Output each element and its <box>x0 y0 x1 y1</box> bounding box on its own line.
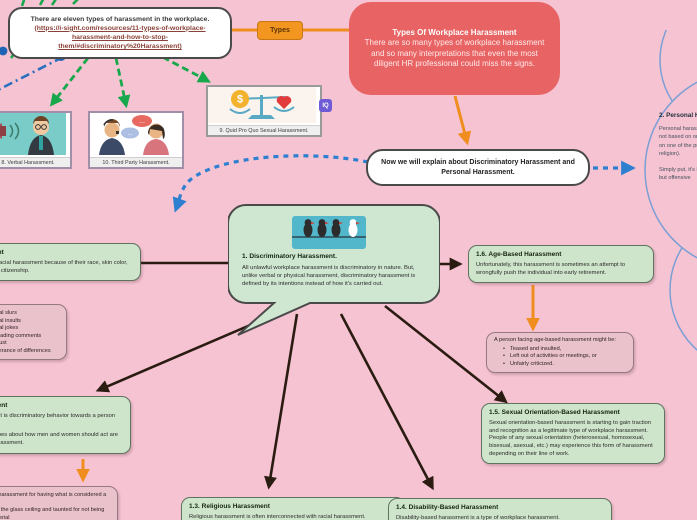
third-party-harassment-caption: 10. Third Party Harassment. <box>90 157 182 167</box>
source-text: There are eleven types of harassment in … <box>30 15 210 23</box>
bubble-title: 1. Discriminatory Harassment. <box>242 253 337 260</box>
coin-icon <box>231 90 249 108</box>
quid-pro-quo-caption: 9. Quid Pro Quo Sexual Harassment. <box>208 125 320 135</box>
age-harassment-node[interactable]: 1.6. Age-Based Harassment Unfortunately,… <box>468 245 654 284</box>
disability-harassment-node[interactable]: 1.4. Disability-Based Harassment Disabil… <box>388 498 612 520</box>
personal-line: but offensive <box>659 174 691 181</box>
connector-bubble-to-sexual-orientation <box>384 304 508 404</box>
gender-harassment-node[interactable]: 1.2. Gender Harassment Gender-based hara… <box>0 396 131 454</box>
connector-bubble-to-disability <box>339 313 434 491</box>
source-box[interactable]: There are eleven types of harassment in … <box>8 7 232 59</box>
age-title: 1.6. Age-Based Harassment <box>476 251 562 258</box>
connector-bubble-to-gender <box>95 318 263 393</box>
connector-bubble-to-religious <box>264 313 299 490</box>
intro-title: Types Of Workplace Harassment <box>392 27 517 37</box>
transition-text: Now we will explain about Discriminatory… <box>381 159 575 176</box>
list-item: Unfairly criticized. <box>503 361 626 369</box>
racial-body: A victim may experience racial harassmen… <box>0 260 128 274</box>
age-body: Unfortunately, this harassment is someti… <box>476 262 626 276</box>
intro-box[interactable]: Types Of Workplace Harassment There are … <box>349 2 560 95</box>
gender-body-1: Gender-based harassment is discriminator… <box>0 413 116 419</box>
list-item: Racial slurs <box>0 310 59 318</box>
personal-line: religion). <box>659 151 681 158</box>
racial-title: 1.1. Racial Harassment <box>0 249 4 256</box>
third-party-harassment-image: ... ... <box>90 113 182 157</box>
sexual-orientation-node[interactable]: 1.5. Sexual Orientation-Based Harassment… <box>481 403 665 465</box>
blue-dashdot-line <box>0 55 64 91</box>
verbal-harassment-card[interactable]: 8. Verbal Harassment. <box>0 111 72 169</box>
speech-bubble-blue <box>121 127 139 139</box>
heart-icon <box>276 96 292 109</box>
age-examples-intro: A person facing age-based harassment mig… <box>494 337 616 343</box>
svg-text:...: ... <box>139 118 145 125</box>
gender-body-2: Negative gender stereotypes about how me… <box>0 432 118 446</box>
iq-logo-text: IQ <box>322 102 329 109</box>
list-item: Intolerance of differences <box>0 348 59 356</box>
bubble-shape <box>228 204 440 336</box>
connector-source-to-thirdparty <box>114 57 131 109</box>
disability-title: 1.4. Disability-Based Harassment <box>396 504 499 511</box>
religious-body: Religious harassment is often interconne… <box>189 514 366 520</box>
age-examples-node[interactable]: A person facing age-based harassment mig… <box>486 332 634 374</box>
disability-body: Disability-based harassment is a type of… <box>396 515 560 520</box>
sexual-orientation-body: Sexual orientation-based harassment is s… <box>489 420 653 457</box>
white-bird <box>348 219 360 237</box>
verbal-harassment-caption: 8. Verbal Harassment. <box>0 157 70 167</box>
personal-title: 2. Personal Harassment <box>659 112 697 119</box>
gender-examples-list: A man faces harassment for having what i… <box>0 492 110 520</box>
list-item: Degrading comments <box>0 333 59 341</box>
birds-on-wire-image <box>292 216 366 249</box>
racial-examples-list: Racial slurs Racial insults Racial jokes… <box>0 310 59 355</box>
personal-harassment-node[interactable]: 2. Personal Harassment Personal harassme… <box>659 112 697 182</box>
gender-title: 1.2. Gender Harassment <box>0 402 8 409</box>
list-item: Left out of activities or meetings, or <box>503 353 626 361</box>
quid-pro-quo-card[interactable]: $ 9. Quid Pro Quo Sexual Harassment. <box>206 85 322 137</box>
religious-harassment-node[interactable]: 1.3. Religious Harassment Religious hara… <box>181 497 405 520</box>
personal-harassment-cloud-shape <box>644 30 697 351</box>
bubble-body: All unlawful workplace harassment is dis… <box>242 265 416 287</box>
types-chip-label: Types <box>270 27 290 34</box>
quid-pro-quo-image: $ <box>208 87 320 125</box>
list-item: Teased and insulted, <box>503 346 626 354</box>
personal-line: Simply put, it's bullying <box>659 166 697 173</box>
third-party-harassment-card[interactable]: ... ... 10. Third Party Harassment. <box>88 111 184 169</box>
transition-oval[interactable]: Now we will explain about Discriminatory… <box>366 149 590 186</box>
connector-oval-to-bubble <box>172 154 369 213</box>
speech-bubble-red <box>132 115 152 127</box>
racial-harassment-node[interactable]: 1.1. Racial Harassment A victim may expe… <box>0 243 141 282</box>
connector-intro-to-oval <box>453 95 472 146</box>
connector-source-to-verbal <box>49 57 90 107</box>
personal-line: on one of the protected <box>659 142 697 149</box>
iq-logo-badge[interactable]: IQ <box>319 99 332 112</box>
sexual-orientation-title: 1.5. Sexual Orientation-Based Harassment <box>489 409 620 416</box>
black-birds <box>303 219 343 237</box>
verbal-harassment-image <box>0 113 70 157</box>
svg-text:$: $ <box>237 94 243 106</box>
list-item: Racial jokes <box>0 325 59 333</box>
list-item: A man faces harassment for having what i… <box>0 492 110 507</box>
list-item: Disgust <box>0 340 59 348</box>
intro-body: There are so many types of workplace har… <box>364 38 545 68</box>
personal-line: Personal harassment is a form of <box>659 126 697 132</box>
list-item: A woman hits the glass ceiling and taunt… <box>0 507 110 520</box>
personal-line: not based on one of the <box>659 134 697 141</box>
discriminatory-bubble[interactable]: 1. Discriminatory Harassment. All unlawf… <box>228 203 440 341</box>
racial-examples-node[interactable]: Racial slurs Racial insults Racial jokes… <box>0 304 67 361</box>
blue-dot-small <box>0 46 8 56</box>
age-examples-list: Teased and insulted, Left out of activit… <box>494 346 626 369</box>
religious-title: 1.3. Religious Harassment <box>189 503 270 510</box>
svg-text:...: ... <box>127 131 132 137</box>
gender-examples-node[interactable]: A man faces harassment for having what i… <box>0 486 118 520</box>
list-item: Racial insults <box>0 318 59 326</box>
types-chip[interactable]: Types <box>257 21 303 40</box>
source-link[interactable]: (https://i-sight.com/resources/11-types-… <box>34 24 206 51</box>
